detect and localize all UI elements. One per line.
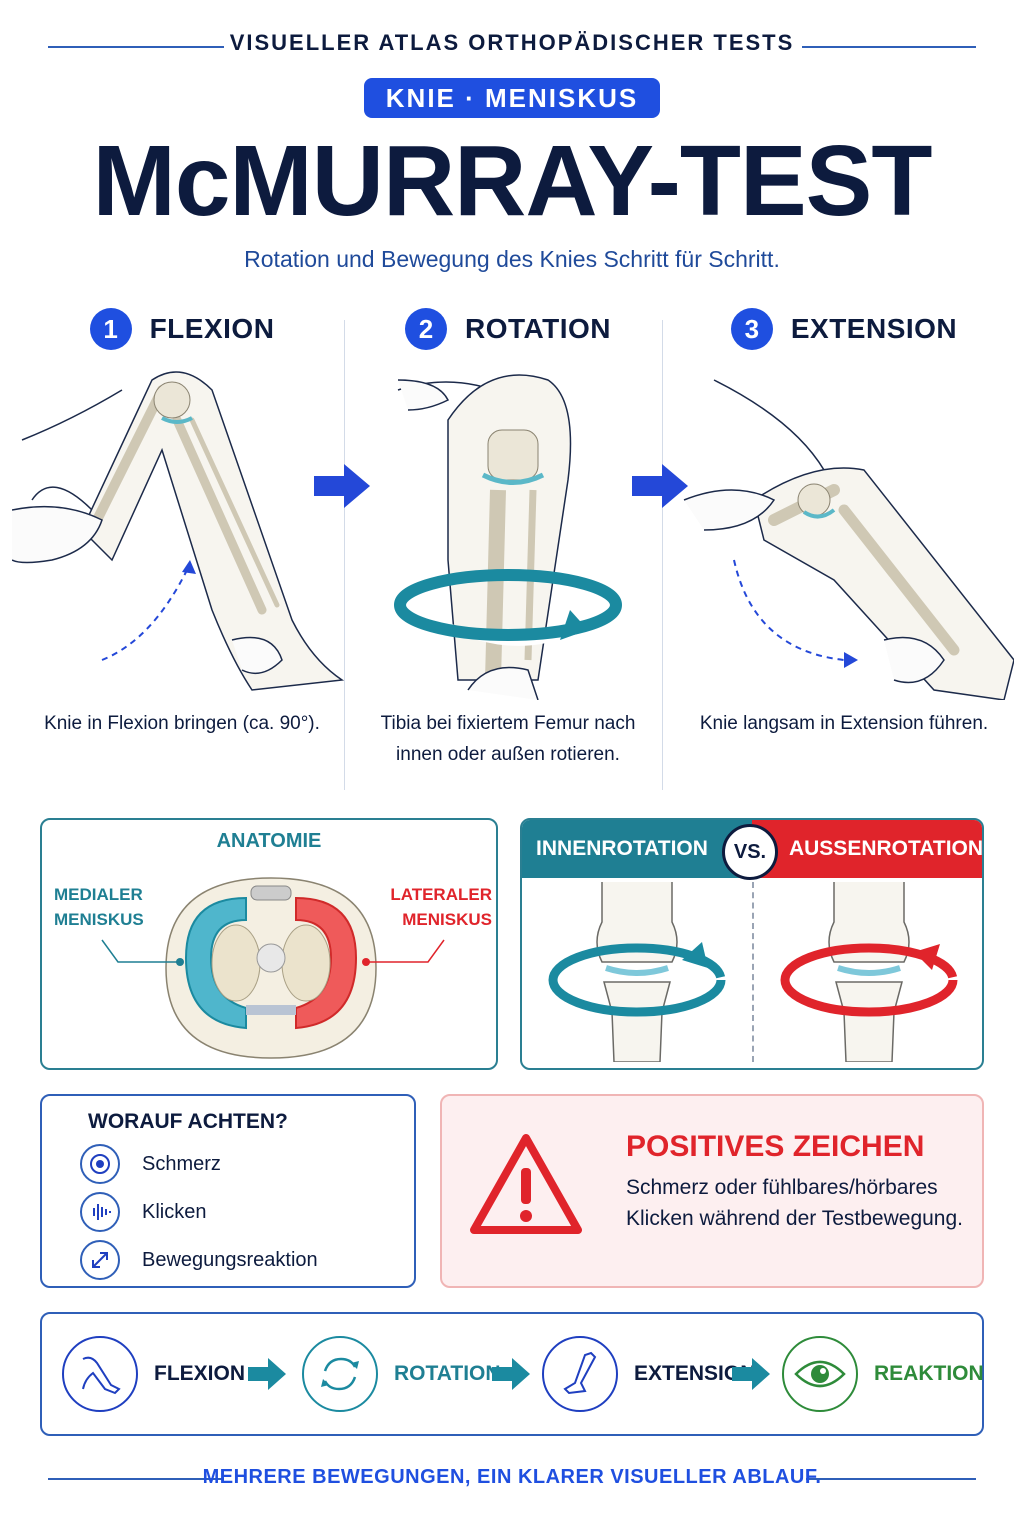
watch-item-movement: Bewegungsreaktion <box>80 1240 318 1280</box>
lateral-meniscus-label: LATERALER MENISKUS <box>390 885 492 929</box>
step-rotation: 2 ROTATION Tibia bei fixiertem Femur nac… <box>338 300 678 800</box>
outer-rotation-header: AUSSENROTATION <box>752 820 982 878</box>
category-pill: KNIE · MENISKUS <box>364 78 660 118</box>
flow-step-reaction: REAKTION <box>782 1334 984 1414</box>
flow-label: EXTENSION <box>634 1362 756 1385</box>
step-extension: 3 EXTENSION Knie langsam in Extension fü… <box>674 300 1014 800</box>
step-caption: Tibia bei fixiertem Femur nach innen ode… <box>380 713 636 765</box>
watch-title: WORAUF ACHTEN? <box>88 1110 288 1133</box>
footer-rule-right <box>806 1478 976 1480</box>
flow-arrow-icon <box>492 1358 530 1390</box>
step-header: 1 FLEXION <box>12 308 352 350</box>
rotation-icon <box>302 1336 378 1412</box>
watch-label: Bewegungsreaktion <box>142 1248 318 1271</box>
outer-rotation-illustration <box>780 882 958 1062</box>
positive-title: POSITIVES ZEICHEN <box>626 1130 925 1163</box>
eye-icon <box>782 1336 858 1412</box>
watch-label: Klicken <box>142 1200 207 1223</box>
lateral-leader-line <box>362 939 445 966</box>
knee-extension-illustration <box>683 379 1014 700</box>
step-number-badge: 1 <box>89 308 132 350</box>
knee-rotation-illustration <box>394 374 622 700</box>
inner-rotation-illustration <box>548 882 726 1062</box>
footer-text: MEHRERE BEWEGUNGEN, EIN KLARER VISUELLER… <box>202 1466 822 1488</box>
watch-for-card: WORAUF ACHTEN? Schmerz Klicken Bewegungs… <box>40 1094 416 1288</box>
kicker-text: VISUELLER ATLAS ORTHOPÄDISCHER TESTS <box>229 30 795 55</box>
flow-arrow-icon <box>248 1358 286 1390</box>
meniscus-diagram <box>165 877 377 1059</box>
flow-step-rotation: ROTATION <box>302 1334 501 1414</box>
target-icon <box>80 1144 120 1184</box>
step-number-badge: 2 <box>404 308 447 350</box>
step-title: ROTATION <box>464 313 612 344</box>
step-title: EXTENSION <box>790 313 958 344</box>
positive-text: Schmerz oder fühlbares/hörbares Klicken … <box>626 1176 963 1230</box>
flow-step-extension: EXTENSION <box>542 1334 755 1414</box>
diagonal-arrows-icon <box>80 1240 120 1280</box>
step-arrow-icon <box>314 464 370 508</box>
step-header: 2 ROTATION <box>338 308 678 350</box>
flow-step-flexion: FLEXION <box>62 1334 245 1414</box>
header-rule-right <box>802 46 976 48</box>
step-caption: Knie in Flexion bringen (ca. 90°). <box>44 713 320 734</box>
process-flow-card: FLEXION ROTATION EXTENSION REAKTION <box>40 1312 984 1436</box>
flow-label: ROTATION <box>394 1362 501 1385</box>
medial-meniscus-label: MEDIALER MENISKUS <box>54 885 144 929</box>
knee-flexion-illustration <box>12 371 345 691</box>
warning-icon <box>470 1134 582 1234</box>
step-number-badge: 3 <box>730 308 773 350</box>
inner-rotation-header: INNENROTATION <box>522 820 752 878</box>
footer-rule-left <box>48 1478 224 1480</box>
step-title: FLEXION <box>149 313 275 344</box>
leg-flexion-icon <box>62 1336 138 1412</box>
step-header: 3 EXTENSION <box>674 308 1014 350</box>
anatomy-title: ANATOMIE <box>216 830 322 852</box>
positive-sign-card: POSITIVES ZEICHEN Schmerz oder fühlbares… <box>440 1094 984 1288</box>
step-arrow-icon <box>632 464 688 508</box>
soundwave-icon <box>80 1192 120 1232</box>
watch-item-click: Klicken <box>80 1192 206 1232</box>
page-subtitle: Rotation und Bewegung des Knies Schritt … <box>244 246 780 272</box>
step-divider <box>662 320 663 790</box>
anatomy-card: ANATOMIE MEDIALER MENISKUS LATERALER MEN… <box>40 818 498 1070</box>
step-caption: Knie langsam in Extension führen. <box>699 713 989 734</box>
step-divider <box>344 320 345 790</box>
header-rule-left <box>48 46 224 48</box>
flow-label: FLEXION <box>154 1362 246 1385</box>
vs-badge: VS. <box>722 824 778 880</box>
comparison-divider <box>752 882 754 1062</box>
leg-extension-icon <box>542 1336 618 1412</box>
watch-item-pain: Schmerz <box>80 1144 221 1184</box>
watch-label: Schmerz <box>142 1152 221 1175</box>
flow-arrow-icon <box>732 1358 770 1390</box>
step-flexion: 1 FLEXION Knie in Flexion bringen (ca. 9… <box>12 300 352 800</box>
medial-leader-line <box>101 939 184 966</box>
flow-label: REAKTION <box>874 1362 984 1385</box>
rotation-comparison-card: INNENROTATION AUSSENROTATION VS. <box>520 818 984 1070</box>
page-title: McMURRAY-TEST <box>92 125 933 237</box>
